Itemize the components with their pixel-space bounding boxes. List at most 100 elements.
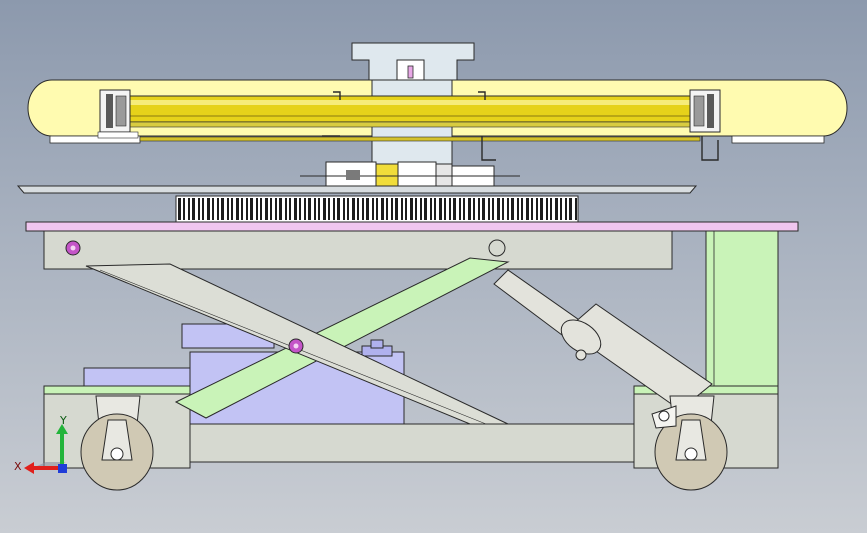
caster-wheel-right — [651, 395, 728, 491]
gear-tooth — [318, 198, 320, 220]
gear-tooth — [511, 198, 514, 220]
gear-tooth — [415, 198, 417, 220]
gear-tooth — [550, 198, 552, 220]
gear-tooth — [507, 198, 509, 220]
caster-wheel-left — [80, 395, 154, 491]
gear-tooth — [299, 198, 301, 220]
gear-tooth — [366, 198, 369, 220]
gear-tooth — [459, 198, 461, 220]
gear-tooth — [289, 198, 291, 220]
gear-tooth — [502, 198, 504, 220]
gear-tooth — [236, 198, 239, 220]
gear-tooth — [183, 198, 185, 220]
turntable-plate — [16, 185, 698, 194]
gear-tooth — [526, 198, 529, 220]
gear-tooth — [294, 198, 297, 220]
gearbox-assembly — [300, 161, 520, 191]
gear-tooth — [357, 198, 359, 220]
gear-tooth — [478, 198, 480, 220]
gear-tooth — [279, 198, 282, 220]
gear-tooth — [497, 198, 500, 220]
gear-tooth — [221, 198, 224, 220]
gear-tooth — [198, 198, 200, 220]
gear-tooth — [463, 198, 465, 220]
gear-tooth — [227, 198, 229, 220]
roller-end-right — [689, 89, 721, 133]
gear-tooth — [575, 198, 577, 220]
gear-tooth — [347, 198, 349, 220]
gear-tooth — [207, 198, 210, 220]
gear-tooth — [434, 198, 436, 220]
gear-tooth — [531, 198, 533, 220]
drive-roller — [107, 95, 709, 142]
gear-tooth — [569, 198, 572, 220]
gear-tooth — [521, 198, 523, 220]
gear-tooth — [424, 198, 427, 220]
gear-tooth — [372, 198, 374, 220]
gear-tooth — [386, 198, 388, 220]
gear-tooth — [352, 198, 355, 220]
gear-tooth — [337, 198, 340, 220]
gear-tooth — [250, 198, 253, 220]
belt-brackets — [322, 91, 719, 161]
gear-tooth — [217, 198, 219, 220]
gear-tooth — [178, 198, 181, 220]
gear-tooth — [444, 198, 446, 220]
gear-tooth — [410, 198, 413, 220]
gear-tooth — [517, 198, 519, 220]
hydraulic-cylinder — [493, 269, 713, 411]
gear-tooth — [314, 198, 316, 220]
caster-brake-pedal — [651, 405, 677, 429]
gear-tooth — [275, 198, 277, 220]
gear-tooth — [482, 198, 485, 220]
gear-tooth — [381, 198, 384, 220]
gear-tooth — [231, 198, 233, 220]
gear-tooth — [565, 198, 567, 220]
gear-tooth — [188, 198, 190, 220]
top-platform — [25, 221, 799, 270]
roller-end-left — [97, 89, 139, 139]
gear-tooth — [468, 198, 471, 220]
gear-tooth — [376, 198, 378, 220]
turntable-gear — [175, 195, 579, 223]
gear-tooth — [453, 198, 456, 220]
gear-tooth — [492, 198, 494, 220]
gear-tooth — [304, 198, 306, 220]
gear-tooth — [401, 198, 403, 220]
gear-tooth — [560, 198, 562, 220]
y-axis-label: Y — [59, 414, 67, 427]
gear-tooth — [285, 198, 287, 220]
z-axis-marker — [58, 464, 67, 473]
gear-tooth — [439, 198, 442, 220]
gear-tooth — [256, 198, 258, 220]
gear-tooth — [260, 198, 262, 220]
gear-tooth — [420, 198, 422, 220]
gear-tooth — [343, 198, 345, 220]
gear-tooth — [473, 198, 475, 220]
gear-tooth — [488, 198, 490, 220]
gear-tooth — [449, 198, 451, 220]
x-axis-label: X — [14, 460, 22, 473]
gear-tooth — [405, 198, 407, 220]
axis-triad: Y X — [14, 414, 68, 474]
scissor-arm-green — [174, 257, 510, 419]
gear-tooth — [202, 198, 204, 220]
gear-tooth — [270, 198, 272, 220]
gear-tooth — [546, 198, 548, 220]
gear-tooth — [328, 198, 330, 220]
y-axis-arrowhead — [56, 424, 68, 434]
gear-tooth — [555, 198, 558, 220]
gear-tooth — [241, 198, 243, 220]
gear-tooth — [430, 198, 432, 220]
right-column — [705, 230, 779, 388]
gear-tooth — [192, 198, 195, 220]
gear-tooth — [391, 198, 393, 220]
gear-tooth — [265, 198, 268, 220]
x-axis-arrowhead — [24, 462, 34, 474]
gear-tooth — [540, 198, 543, 220]
gear-tooth — [212, 198, 214, 220]
gear-tooth — [333, 198, 335, 220]
gear-tooth — [362, 198, 364, 220]
